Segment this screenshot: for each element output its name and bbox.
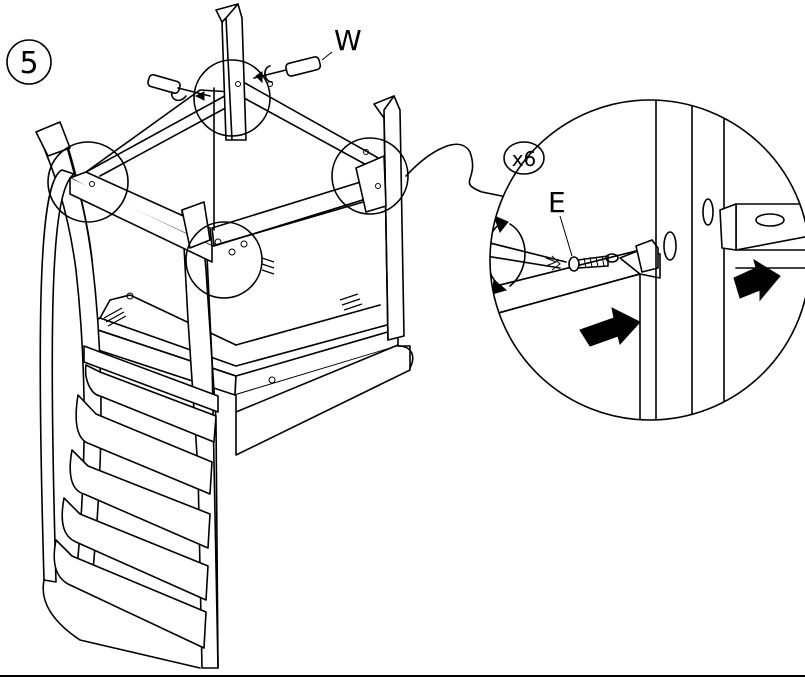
seat-panel-edge — [235, 345, 411, 456]
backrest-slats — [53, 345, 219, 649]
screwdriver-label: W — [334, 24, 362, 57]
screw-label: E — [548, 186, 566, 219]
step-badge: 5 — [6, 39, 52, 85]
back-post-outer — [39, 169, 75, 583]
rail-tenon — [635, 239, 659, 273]
rear-leg-right — [373, 95, 405, 341]
detail-callout-circles — [47, 59, 409, 299]
corner-block-hatching — [103, 243, 363, 327]
chair-frame — [35, 3, 414, 669]
callout-leader-line — [405, 143, 513, 199]
push-arrow-icon — [579, 258, 781, 347]
stretcher-bottom-edge — [69, 177, 213, 263]
screw-icon — [568, 253, 619, 272]
screwdriver-icon — [147, 51, 333, 102]
quantity-badge: x6 — [503, 141, 545, 175]
quantity-label: x6 — [512, 147, 537, 171]
step-number: 5 — [19, 46, 38, 81]
